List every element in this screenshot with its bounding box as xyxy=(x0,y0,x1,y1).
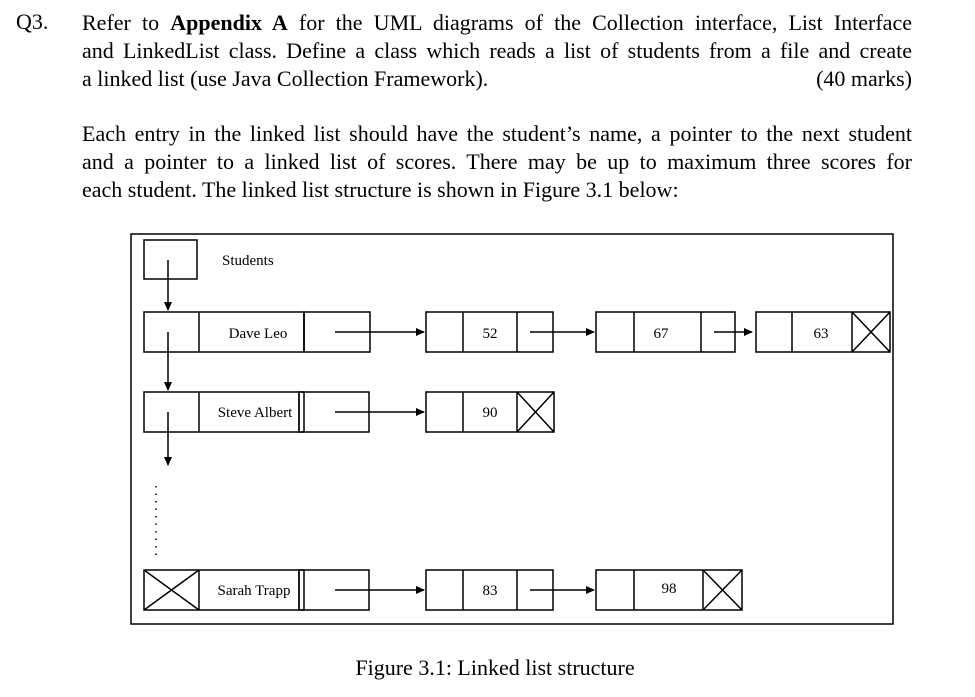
null-pointer-icon xyxy=(516,391,555,433)
score-value: 90 xyxy=(483,405,498,421)
student-name: Dave Leo xyxy=(229,326,288,342)
score-value: 83 xyxy=(483,583,498,599)
student-name: Sarah Trapp xyxy=(218,583,291,599)
score-node xyxy=(595,569,743,611)
null-pointer-icon xyxy=(702,569,743,611)
marks-label: (40 marks) xyxy=(816,66,912,91)
score-value: 63 xyxy=(814,326,829,342)
score-node xyxy=(425,391,555,433)
head-label: Students xyxy=(222,253,274,269)
para1-line3-text: a linked list (use Java Collection Frame… xyxy=(82,66,489,91)
question-paragraph-2: Each entry in the linked list should hav… xyxy=(82,120,912,204)
head-pointer-box xyxy=(143,239,198,280)
null-pointer-icon xyxy=(143,569,200,611)
appendix-reference: Appendix A xyxy=(170,10,288,35)
question-number: Q3. xyxy=(16,9,49,34)
student-node xyxy=(143,391,305,433)
para1-line1-pre: Refer to xyxy=(82,10,171,35)
score-value: 67 xyxy=(654,326,670,342)
question-paragraph-1: Refer to Appendix A for the UML diagrams… xyxy=(82,9,912,93)
student-name: Steve Albert xyxy=(218,405,293,421)
student-node xyxy=(143,569,305,611)
para2-line3: each student. The linked list structure … xyxy=(82,177,679,202)
para2-line1: Each entry in the linked list should hav… xyxy=(82,121,912,146)
para1-line3: a linked list (use Java Collection Frame… xyxy=(82,65,912,93)
score-value: 98 xyxy=(662,581,677,597)
figure-caption: Figure 3.1: Linked list structure xyxy=(355,655,635,680)
para1-line1-post: for the UML diagrams of the Collection i… xyxy=(287,10,912,35)
score-node xyxy=(755,311,891,353)
null-pointer-icon xyxy=(851,311,891,353)
para1-line2: and LinkedList class. Define a class whi… xyxy=(82,38,912,63)
score-value: 52 xyxy=(483,326,498,342)
figure-frame xyxy=(130,233,894,625)
para2-line2: and a pointer to a linked list of scores… xyxy=(82,149,912,174)
para1-line1: Refer to Appendix A for the UML diagrams… xyxy=(82,9,912,37)
